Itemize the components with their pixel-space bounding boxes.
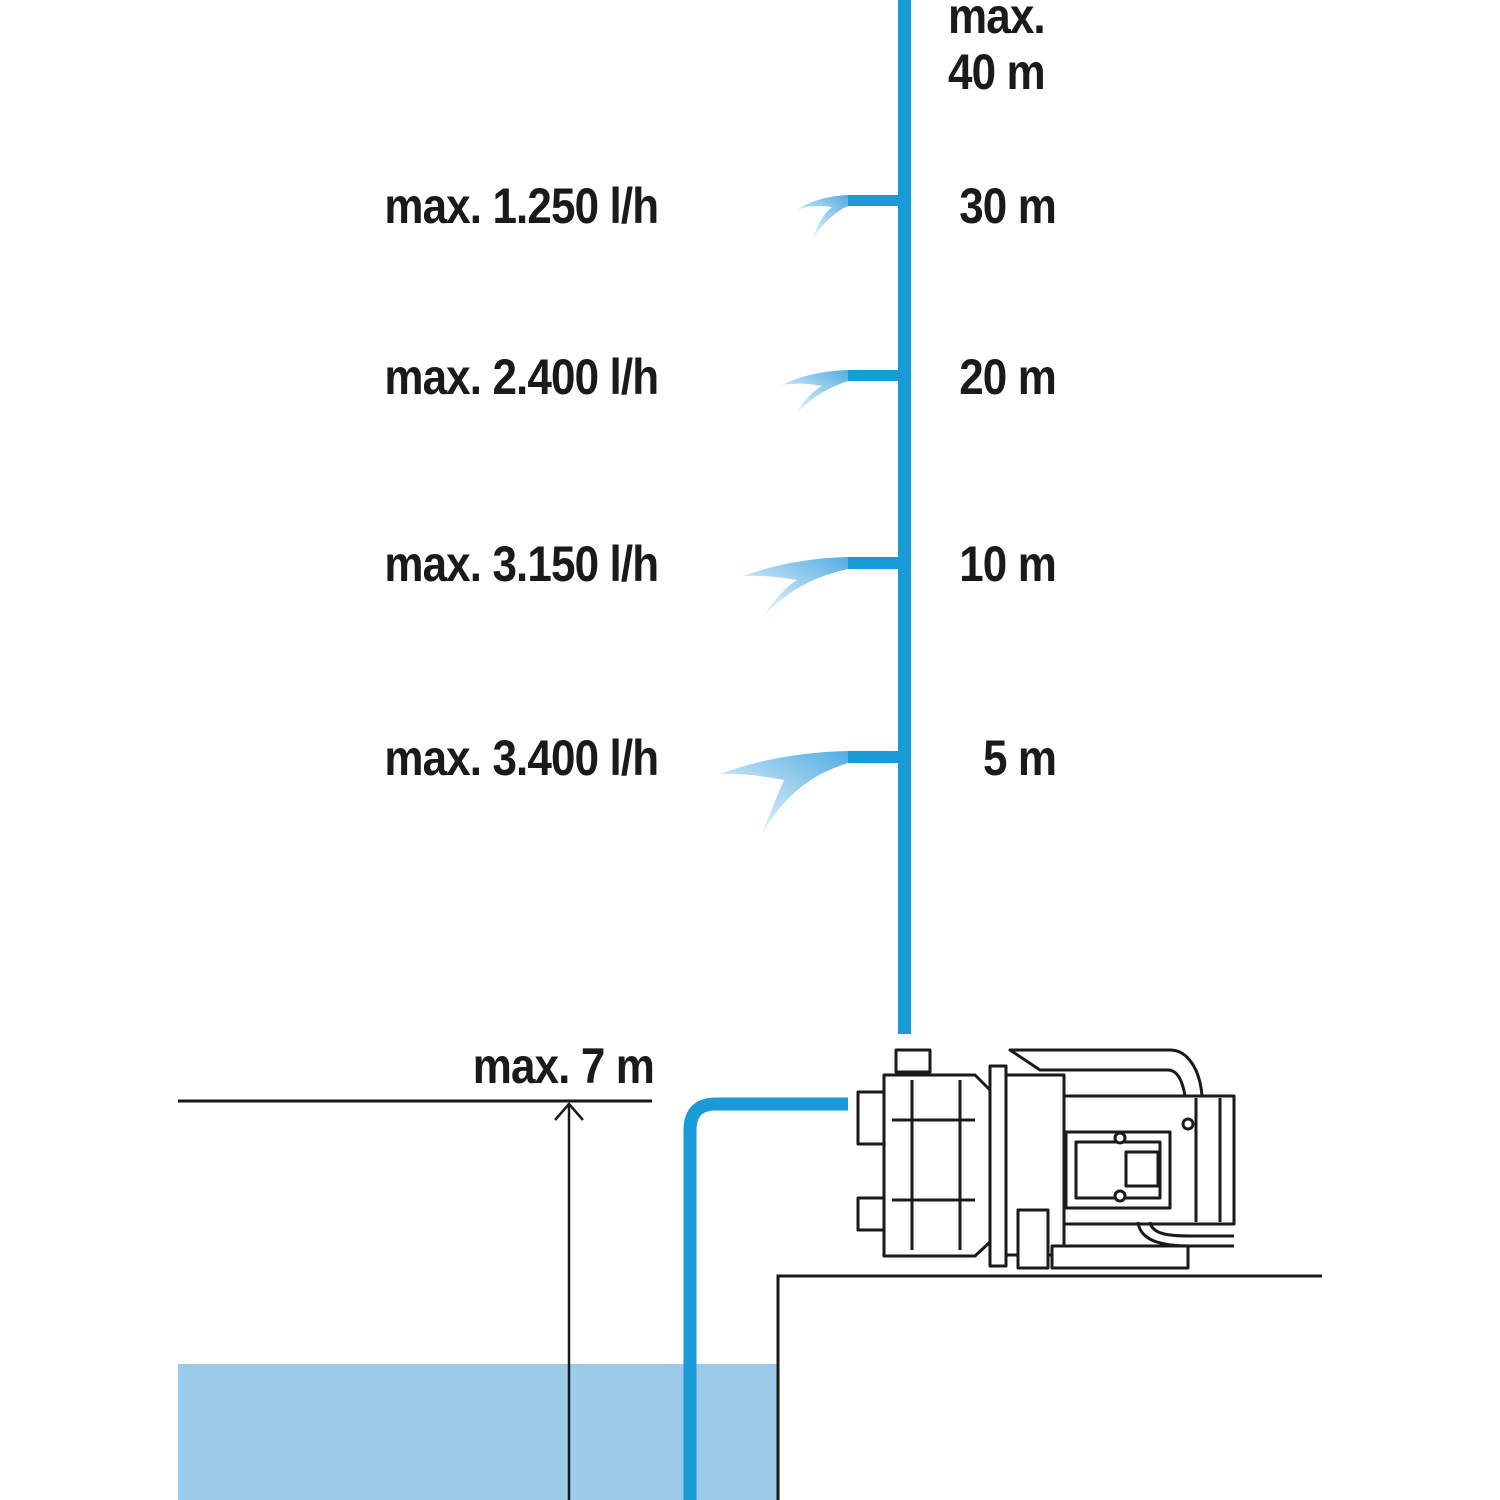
outlet-30m — [797, 195, 900, 238]
outlet-20m — [782, 370, 900, 414]
up-arrow-icon — [554, 1102, 584, 1500]
water-body — [178, 1364, 778, 1500]
delivery-pipe — [898, 0, 911, 1034]
suction-height-label: max. 7 m — [472, 1038, 655, 1094]
flow-label-20m: max. 2.400 l/h — [384, 349, 659, 405]
max-head-label: max. 40 m — [948, 0, 1046, 100]
outlet-10m — [744, 557, 900, 618]
height-label-10m: 10 m — [959, 536, 1057, 592]
flow-label-10m: max. 3.150 l/h — [384, 536, 659, 592]
max-head-line2: 40 m — [948, 44, 1046, 100]
flow-label-5m: max. 3.400 l/h — [384, 730, 659, 786]
height-label-30m: 30 m — [959, 178, 1057, 234]
height-label-5m: 5 m — [982, 730, 1057, 786]
suction-pipe — [683, 1097, 848, 1500]
garden-pump-icon — [856, 1048, 1236, 1270]
flow-label-30m: max. 1.250 l/h — [384, 178, 659, 234]
height-label-20m: 20 m — [959, 349, 1057, 405]
ground-ledge — [776, 1274, 1322, 1500]
max-head-line1: max. — [948, 0, 1046, 44]
outlet-5m — [720, 751, 900, 834]
